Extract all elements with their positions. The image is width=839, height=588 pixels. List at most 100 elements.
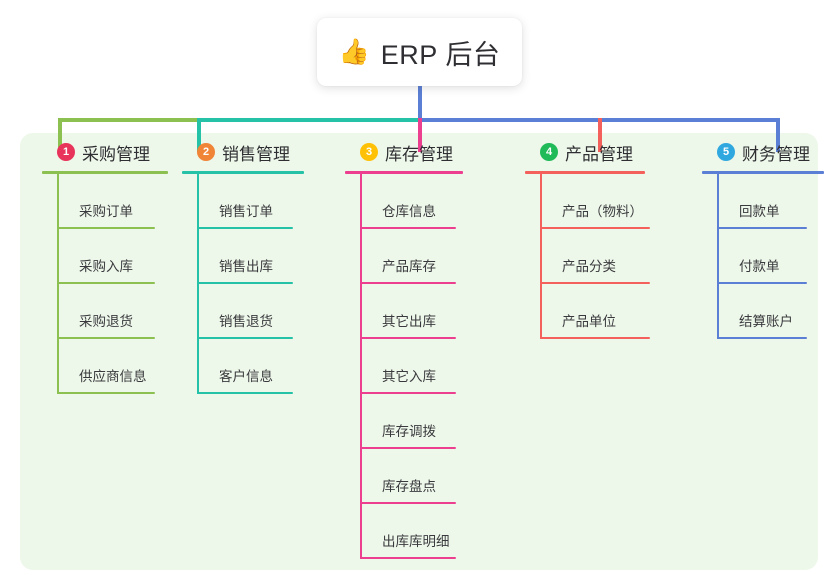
branch-number-badge: 3 bbox=[360, 143, 378, 161]
branch-item-underline bbox=[57, 392, 155, 394]
branch-item[interactable]: 出库库明细 bbox=[360, 504, 507, 559]
branch-header-underline bbox=[42, 171, 168, 174]
branch-item-list: 仓库信息产品库存其它出库其它入库库存调拨库存盘点出库库明细 bbox=[360, 174, 507, 559]
branch-item-list: 回款单付款单结算账户 bbox=[717, 174, 839, 339]
branch-header-underline bbox=[345, 171, 463, 174]
branch-item-underline bbox=[57, 337, 155, 339]
branch-item-label: 客户信息 bbox=[219, 369, 273, 384]
branch-number-badge: 5 bbox=[717, 143, 735, 161]
branch-item-list: 销售订单销售出库销售退货客户信息 bbox=[197, 174, 344, 394]
branch-item[interactable]: 产品单位 bbox=[540, 284, 687, 339]
branch-item-label: 销售订单 bbox=[219, 204, 273, 219]
branch-title: 采购管理 bbox=[82, 144, 150, 164]
branch-item-label: 采购退货 bbox=[79, 314, 133, 329]
branch-item-label: 销售退货 bbox=[219, 314, 273, 329]
branch-spine bbox=[360, 174, 362, 559]
branch-item-underline bbox=[197, 282, 293, 284]
branch-number-badge: 1 bbox=[57, 143, 75, 161]
branch-item[interactable]: 供应商信息 bbox=[57, 339, 204, 394]
content-panel bbox=[20, 133, 818, 570]
branch-column-4: 4 产品管理产品（物料） 产品分类产品单位 bbox=[523, 133, 687, 339]
branch-item-underline bbox=[197, 227, 293, 229]
branch-title: 财务管理 bbox=[742, 144, 810, 164]
branch-item-underline bbox=[57, 282, 155, 284]
branch-item-underline bbox=[360, 502, 456, 504]
branch-title: 库存管理 bbox=[385, 144, 453, 164]
branch-item-label: 仓库信息 bbox=[382, 204, 436, 219]
branch-item-underline bbox=[360, 557, 456, 559]
branch-item-underline bbox=[57, 227, 155, 229]
branch-item-underline bbox=[197, 337, 293, 339]
branch-item[interactable]: 其它出库 bbox=[360, 284, 507, 339]
branch-header-3[interactable]: 3 库存管理 bbox=[343, 133, 507, 171]
branch-item-underline bbox=[540, 337, 650, 339]
branch-item[interactable]: 其它入库 bbox=[360, 339, 507, 394]
branch-item[interactable]: 销售退货 bbox=[197, 284, 344, 339]
branch-item-label: 出库库明细 bbox=[382, 534, 450, 549]
branch-number-badge: 4 bbox=[540, 143, 558, 161]
branch-item[interactable]: 采购入库 bbox=[57, 229, 204, 284]
branch-item-label: 库存调拨 bbox=[382, 424, 436, 439]
branch-item[interactable]: 回款单 bbox=[717, 174, 839, 229]
root-node[interactable]: 👍 ERP 后台 bbox=[317, 18, 522, 86]
branch-item-label: 回款单 bbox=[739, 204, 780, 219]
branch-item-label: 产品（物料） bbox=[562, 204, 643, 219]
branch-item[interactable]: 付款单 bbox=[717, 229, 839, 284]
branch-item[interactable]: 销售订单 bbox=[197, 174, 344, 229]
branch-item[interactable]: 产品（物料） bbox=[540, 174, 687, 229]
branch-number-badge: 2 bbox=[197, 143, 215, 161]
branch-item[interactable]: 销售出库 bbox=[197, 229, 344, 284]
thumbs-up-icon: 👍 bbox=[338, 37, 370, 66]
branch-column-5: 5 财务管理回款单付款单结算账户 bbox=[700, 133, 839, 339]
branch-header-underline bbox=[525, 171, 645, 174]
branch-spine bbox=[540, 174, 542, 339]
branch-spine bbox=[717, 174, 719, 339]
branch-item[interactable]: 采购退货 bbox=[57, 284, 204, 339]
branch-item-label: 库存盘点 bbox=[382, 479, 436, 494]
branch-item-underline bbox=[360, 337, 456, 339]
branch-header-underline bbox=[702, 171, 824, 174]
branch-item-underline bbox=[360, 282, 456, 284]
branch-header-5[interactable]: 5 财务管理 bbox=[700, 133, 839, 171]
branch-item[interactable]: 采购订单 bbox=[57, 174, 204, 229]
branch-spine bbox=[197, 174, 199, 394]
branch-title: 销售管理 bbox=[222, 144, 290, 164]
branch-item[interactable]: 产品分类 bbox=[540, 229, 687, 284]
branch-item[interactable]: 库存盘点 bbox=[360, 449, 507, 504]
root-title: ERP 后台 bbox=[380, 39, 501, 70]
branch-item-label: 产品库存 bbox=[382, 259, 436, 274]
branch-item-label: 产品单位 bbox=[562, 314, 616, 329]
branch-item-underline bbox=[360, 227, 456, 229]
branch-item[interactable]: 仓库信息 bbox=[360, 174, 507, 229]
branch-item-label: 结算账户 bbox=[739, 314, 793, 329]
branch-item-underline bbox=[360, 447, 456, 449]
branch-item-underline bbox=[540, 282, 650, 284]
branch-columns: 1 采购管理采购订单采购入库采购退货供应商信息 2 销售管理销售订单销售出库销售退货客… bbox=[20, 133, 824, 570]
branch-title: 产品管理 bbox=[565, 144, 633, 164]
branch-item[interactable]: 结算账户 bbox=[717, 284, 839, 339]
branch-item-label: 采购订单 bbox=[79, 204, 133, 219]
branch-item[interactable]: 客户信息 bbox=[197, 339, 344, 394]
branch-column-3: 3 库存管理仓库信息产品库存其它出库其它入库库存调拨库存盘点出库库明细 bbox=[343, 133, 507, 559]
branch-item-label: 其它出库 bbox=[382, 314, 436, 329]
branch-item-underline bbox=[717, 227, 807, 229]
branch-item-underline bbox=[197, 392, 293, 394]
branch-item-underline bbox=[540, 227, 650, 229]
branch-item-underline bbox=[360, 392, 456, 394]
branch-header-2[interactable]: 2 销售管理 bbox=[180, 133, 344, 171]
branch-item-label: 付款单 bbox=[739, 259, 780, 274]
branch-item[interactable]: 产品库存 bbox=[360, 229, 507, 284]
branch-item-label: 其它入库 bbox=[382, 369, 436, 384]
branch-item-list: 采购订单采购入库采购退货供应商信息 bbox=[57, 174, 204, 394]
branch-item-label: 供应商信息 bbox=[79, 369, 147, 384]
branch-column-2: 2 销售管理销售订单销售出库销售退货客户信息 bbox=[180, 133, 344, 394]
branch-header-4[interactable]: 4 产品管理 bbox=[523, 133, 687, 171]
branch-header-underline bbox=[182, 171, 304, 174]
branch-item-underline bbox=[717, 282, 807, 284]
branch-item-label: 采购入库 bbox=[79, 259, 133, 274]
branch-item-label: 产品分类 bbox=[562, 259, 616, 274]
branch-item-underline bbox=[717, 337, 807, 339]
branch-item[interactable]: 库存调拨 bbox=[360, 394, 507, 449]
branch-spine bbox=[57, 174, 59, 394]
